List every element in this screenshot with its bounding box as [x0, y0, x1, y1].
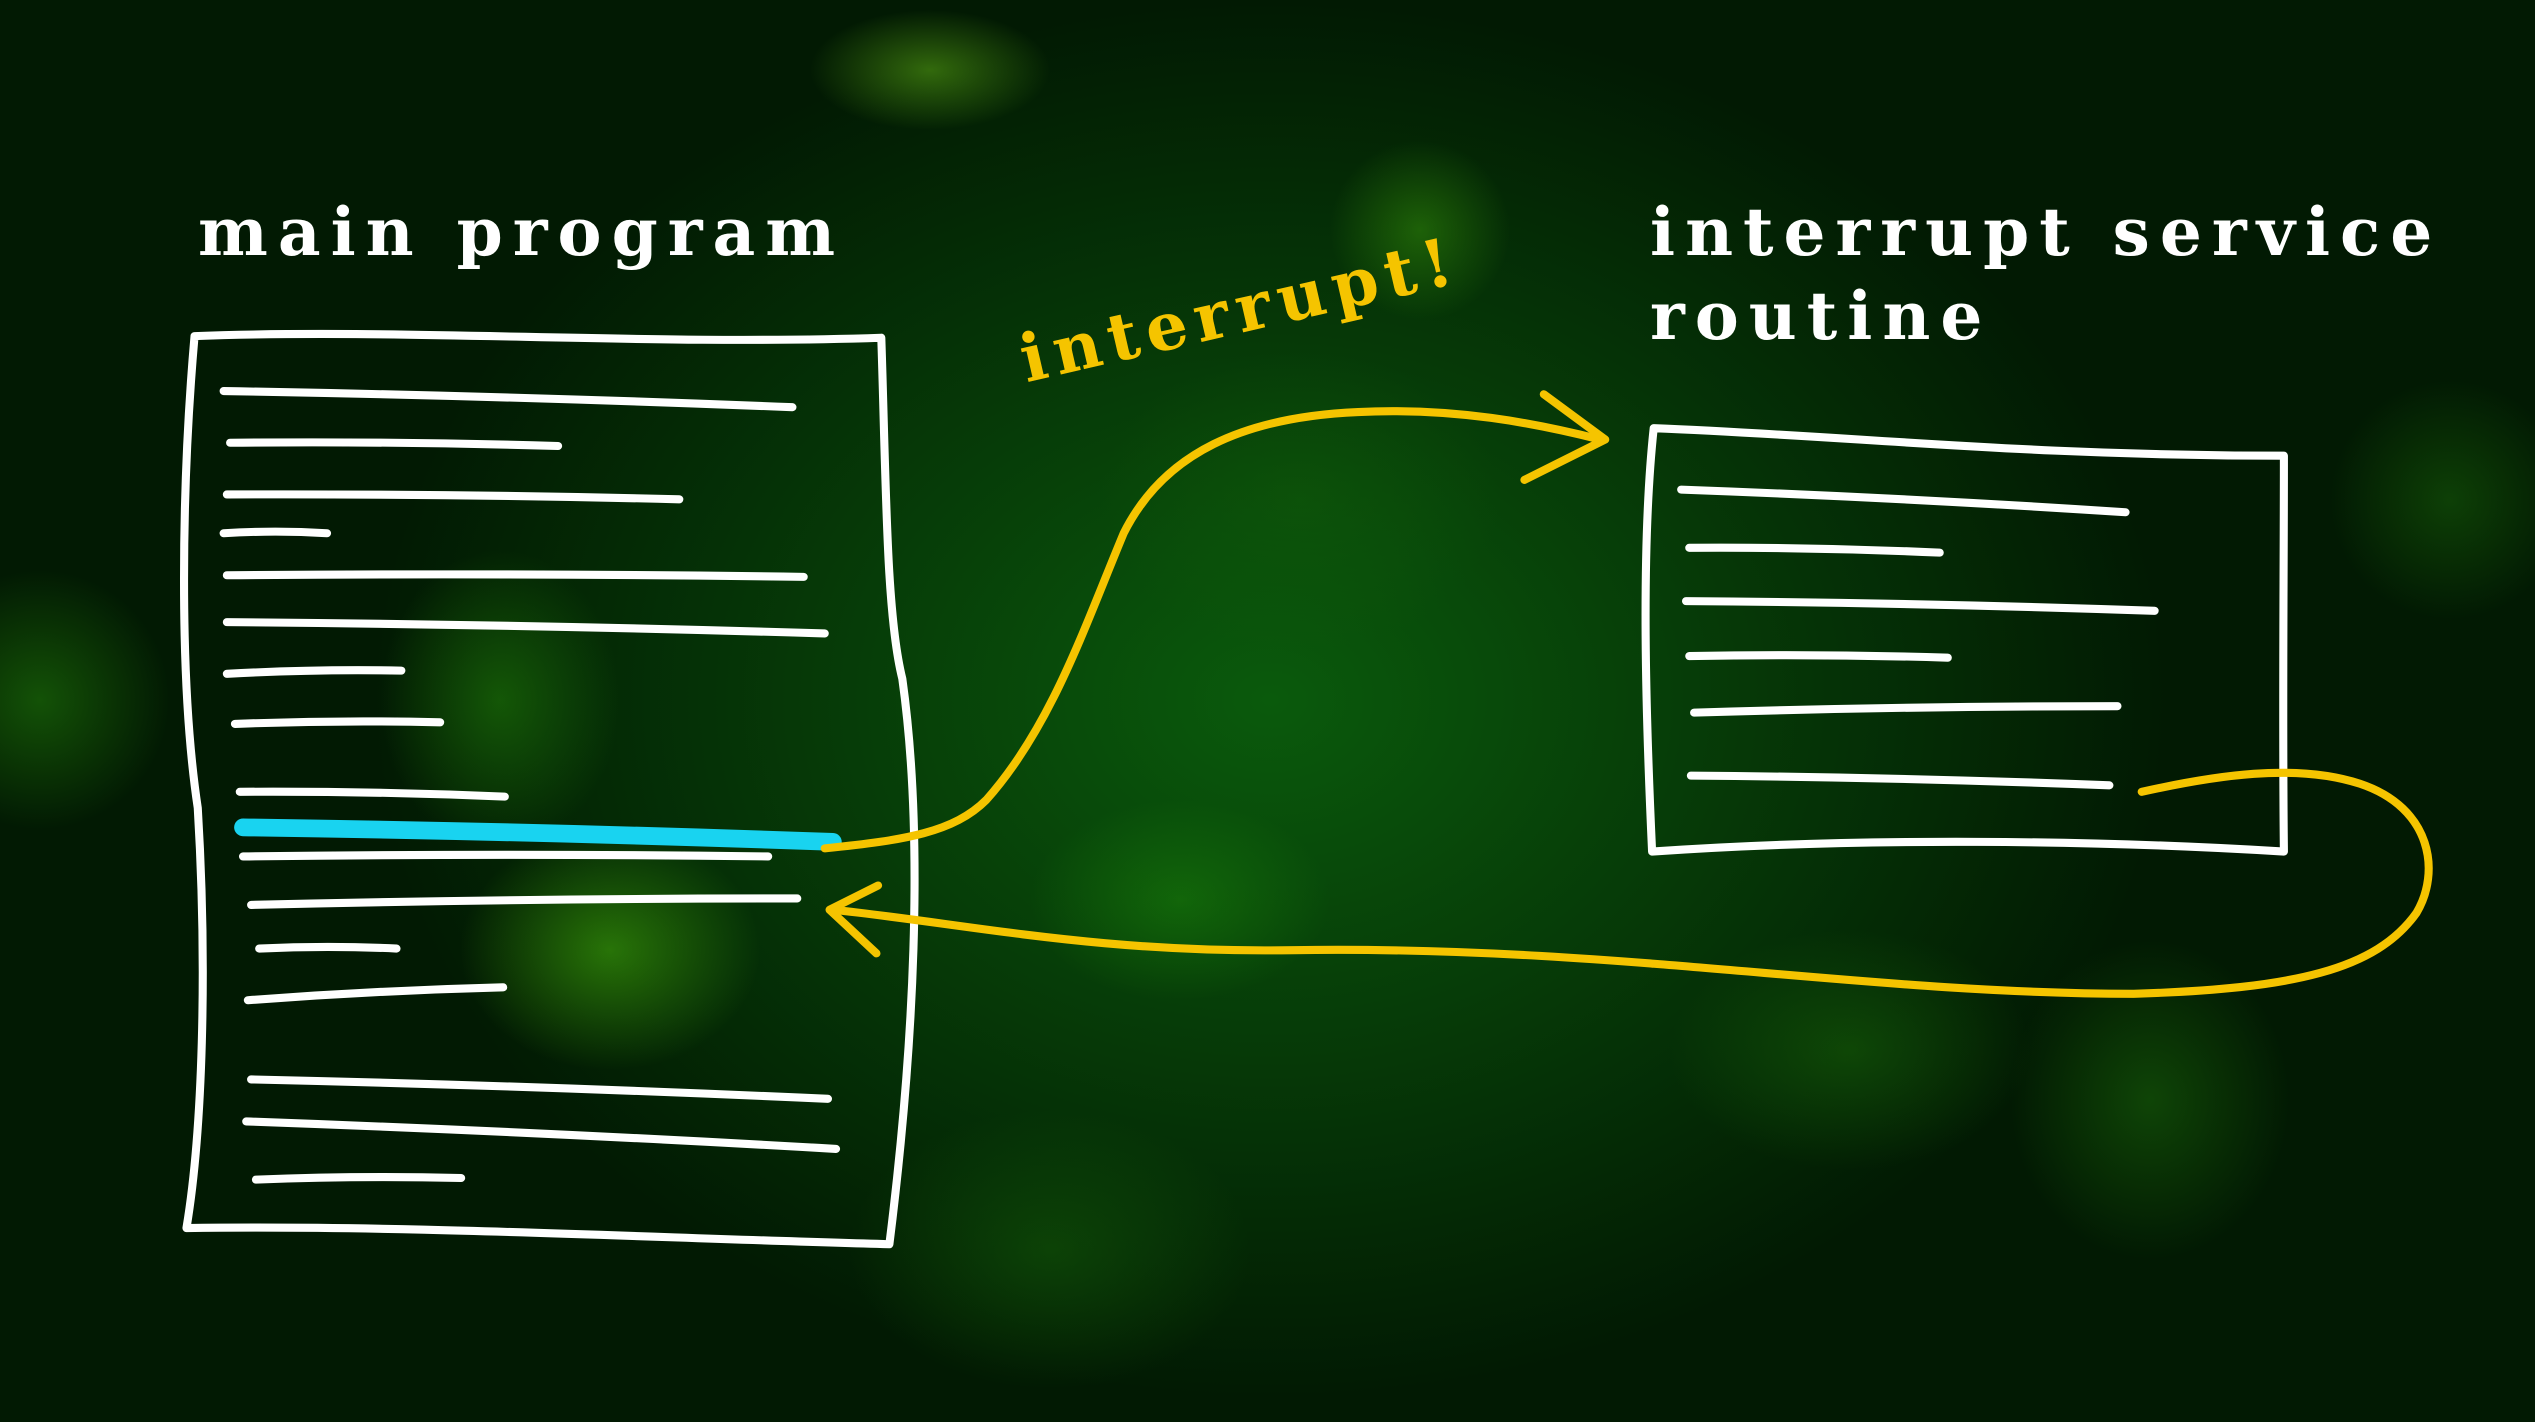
isr-code-line — [1686, 771, 2114, 790]
interrupt-arrow — [820, 390, 1610, 853]
code-line — [226, 438, 563, 451]
isr-code-line — [1677, 485, 2130, 517]
code-line — [219, 527, 332, 538]
return-arrowhead-icon — [825, 881, 883, 958]
code-line — [222, 618, 829, 638]
code-line — [251, 1173, 466, 1184]
isr-code-line — [1690, 702, 2122, 717]
code-line — [255, 942, 401, 953]
isr-code-line — [1685, 651, 1952, 662]
main-program-box — [179, 329, 919, 1249]
code-line — [238, 850, 773, 861]
isr-title-line1: interrupt service — [1650, 193, 2443, 271]
isr-title-line2: routine — [1650, 277, 1993, 355]
code-line — [242, 1117, 841, 1153]
code-line — [235, 787, 509, 801]
code-line — [247, 1075, 833, 1103]
main-program-title: main program — [198, 193, 846, 271]
isr-code-line — [1681, 597, 2159, 615]
code-line — [243, 983, 508, 1005]
return-arrow — [825, 768, 2433, 998]
code-line — [222, 666, 406, 678]
isr-box — [1641, 424, 2288, 856]
isr-title: interrupt service routine — [1650, 190, 2442, 358]
interrupt-arrow-path — [820, 407, 1605, 853]
isr-code-line — [1685, 543, 1944, 557]
code-line — [230, 717, 445, 728]
code-line — [219, 387, 797, 412]
code-line — [247, 894, 802, 909]
highlighted-code-line — [234, 818, 842, 851]
isr-outline — [1641, 424, 2288, 856]
code-line — [222, 570, 808, 581]
code-line — [222, 490, 684, 504]
return-arrow-path — [828, 768, 2433, 998]
main-program-outline — [179, 329, 919, 1249]
interrupt-arrowhead-icon — [1520, 390, 1610, 484]
